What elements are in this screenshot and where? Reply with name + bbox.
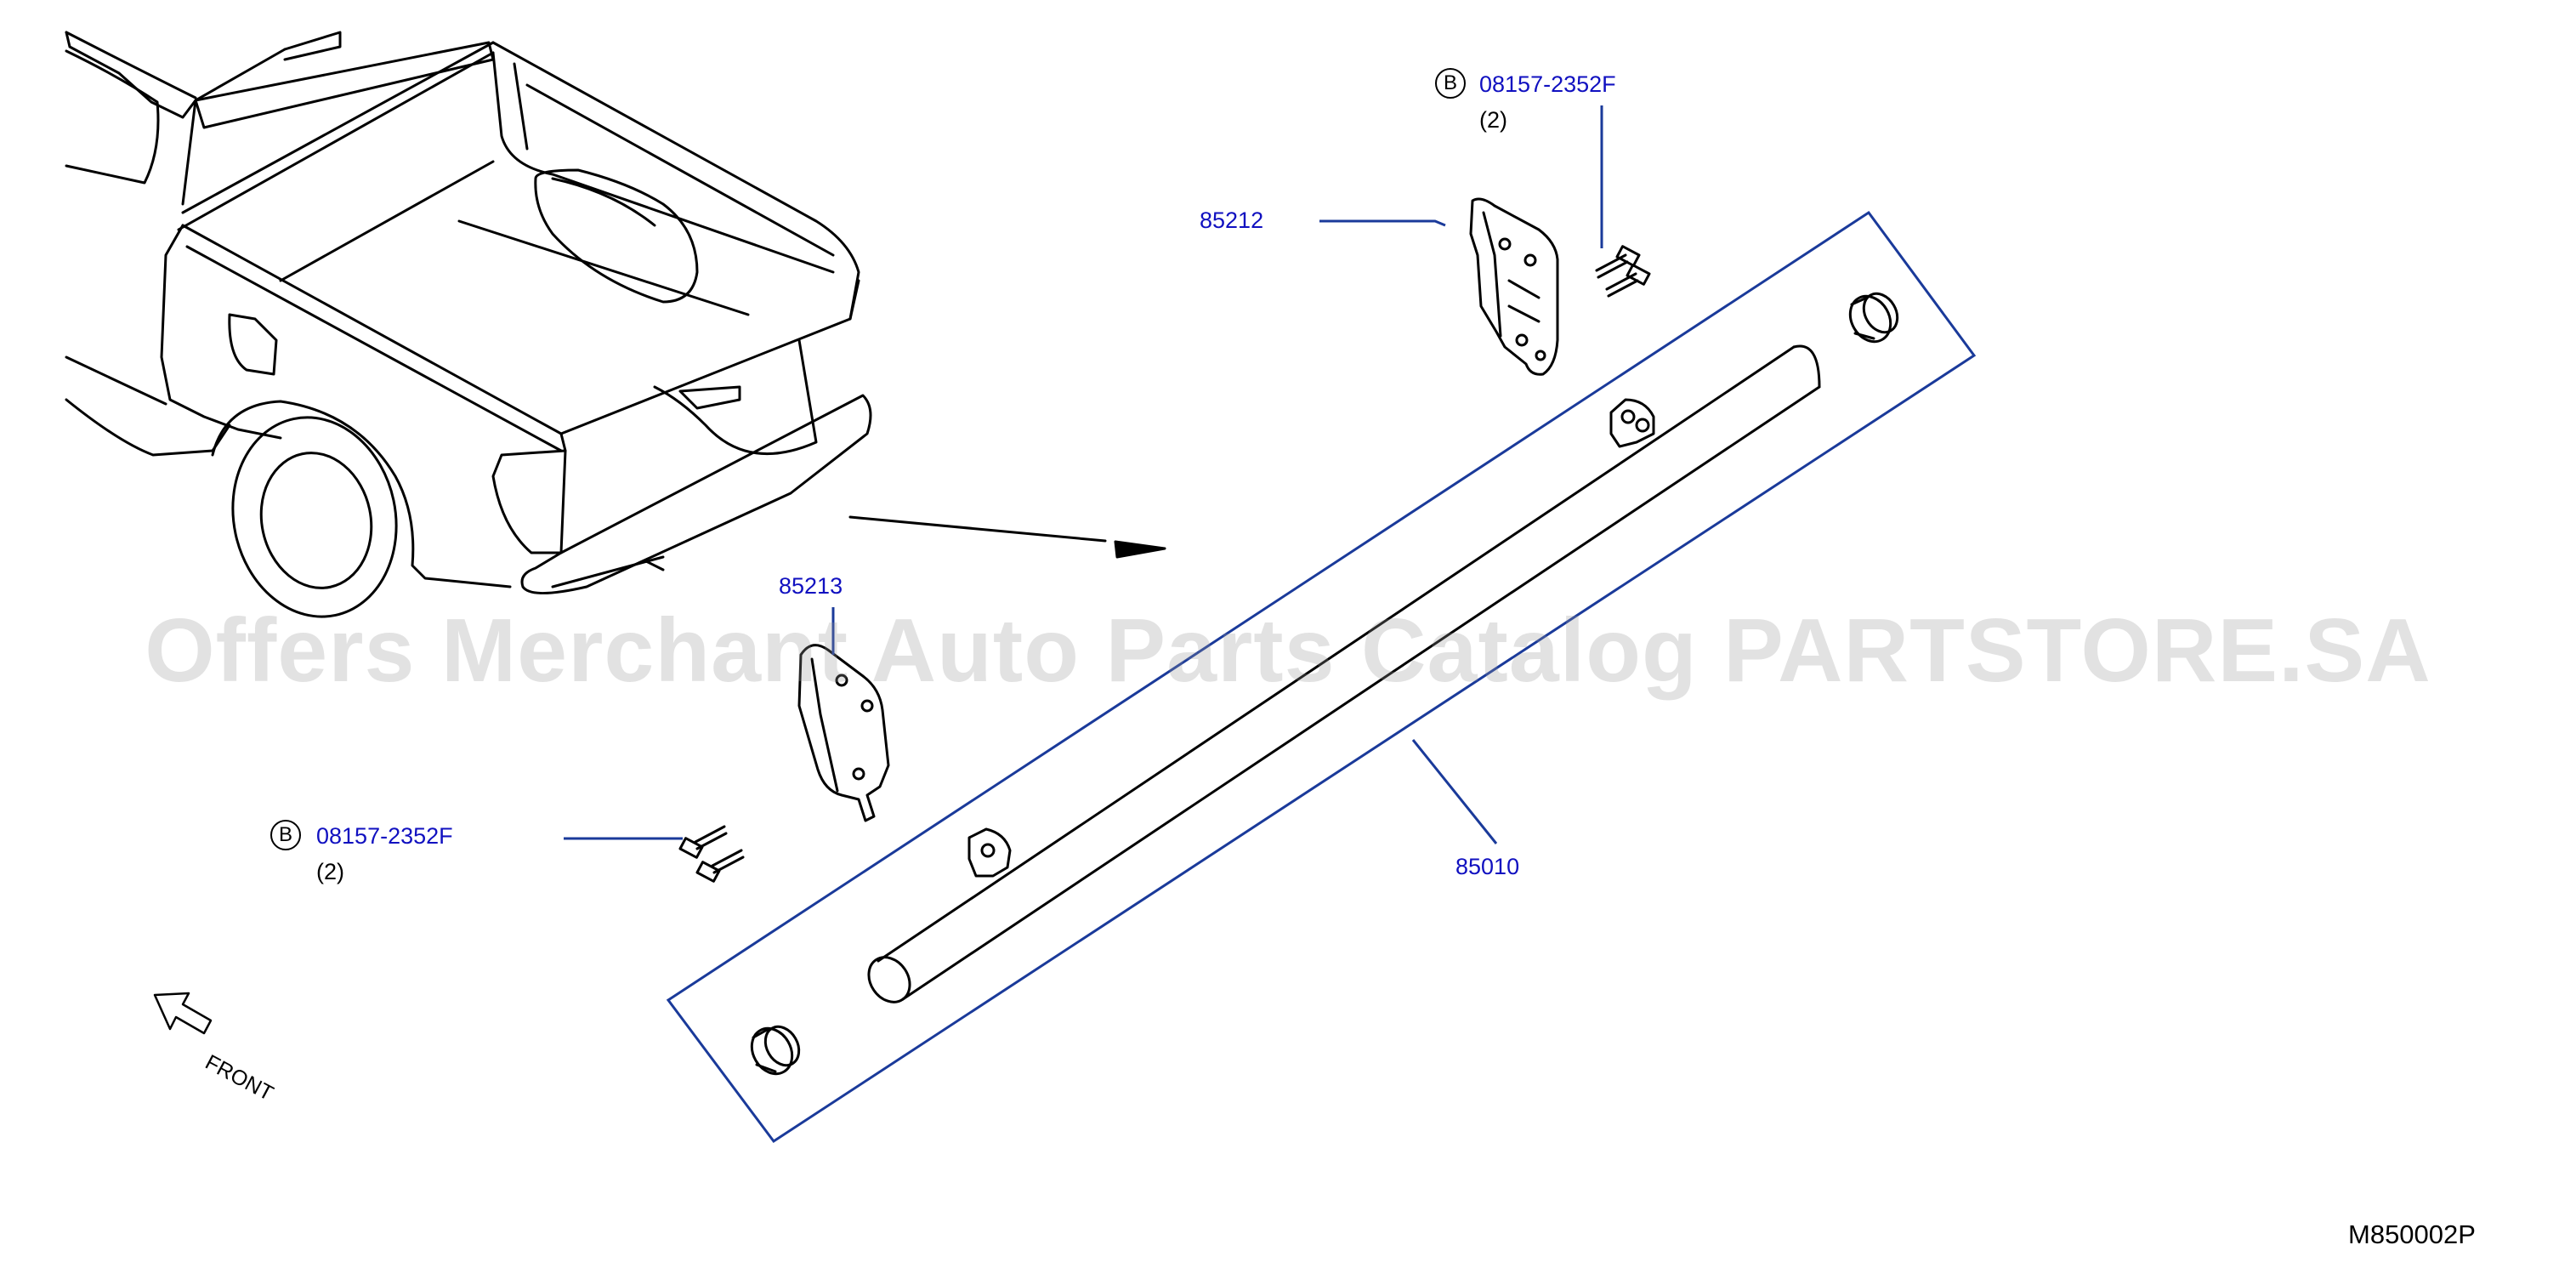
fastener-label-upper[interactable]: 08157-2352F: [1479, 71, 1616, 97]
ref-symbol-badge: B: [1435, 68, 1466, 99]
leader-85010: [1411, 739, 1498, 844]
bracket-85212-illustration: [1469, 197, 1559, 376]
fastener-quantity-upper: (2): [1479, 107, 1507, 133]
bolts-lower-illustration: [678, 825, 745, 883]
watermark-text: Offers Merchant Auto Parts Catalog PARTS…: [145, 600, 2431, 701]
rear-bar-85010-illustration: [750, 292, 1899, 1076]
truck-illustration: [65, 31, 872, 618]
diagram-code: M850002P: [2348, 1219, 2476, 1249]
part-label-85212[interactable]: 85212: [1200, 207, 1264, 233]
fastener-quantity-lower: (2): [316, 859, 344, 884]
bracket-85213-illustration: [797, 644, 890, 822]
assembly-group-box: [666, 210, 1977, 1144]
front-direction-arrow: [153, 992, 213, 1035]
leader-85212: [1319, 219, 1446, 227]
ref-symbol-badge: B: [270, 820, 301, 850]
part-label-85213[interactable]: 85213: [779, 573, 843, 599]
leader-lines: [564, 105, 1977, 1144]
bolts-upper-illustration: [1595, 245, 1651, 298]
part-label-85010[interactable]: 85010: [1455, 854, 1520, 879]
fastener-label-lower[interactable]: 08157-2352F: [316, 823, 453, 849]
callout-arrow: [848, 515, 1166, 559]
